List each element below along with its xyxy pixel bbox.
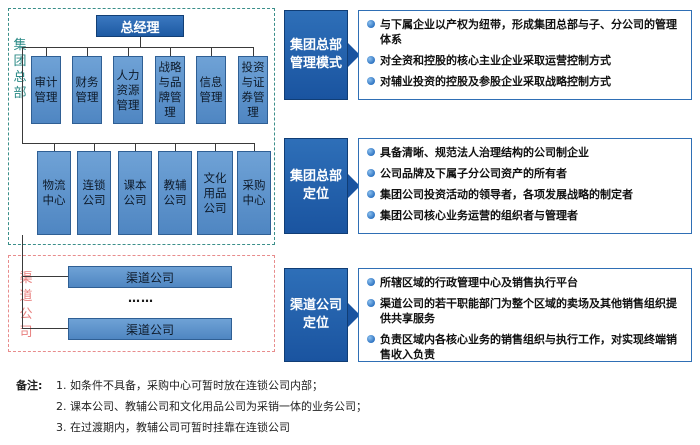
channel-company-box-2: 渠道公司 [68,318,232,340]
dept-connector [46,47,47,56]
group-headquarters-label: 集团总部 [13,38,27,101]
channel-company-box-1: 渠道公司 [68,266,232,288]
bullet-icon [367,169,375,177]
list-item: 所辖区域的行政管理中心及销售执行平台 [367,275,683,290]
channel-companies-label: 渠道公司 [19,271,33,340]
trunk-join [22,47,46,48]
notes-label: 备注: [16,379,43,392]
center-connector [175,143,176,151]
center-connector [215,143,216,151]
department-bus [46,47,253,48]
bullet-icon [367,335,375,343]
list-item: 具备清晰、规范法人治理结构的公司制企业 [367,145,683,160]
center-tutoring-materials: 教辅公司 [158,151,192,235]
panel-arrow-icon [348,303,360,327]
list-item: 负责区域内各核心业务的销售组织与执行工作，对实现终端销售收入负责 [367,332,683,362]
center-connector [254,143,255,151]
list-item: 集团公司核心业务运营的组织者与管理者 [367,208,683,223]
center-stationery-company: 文化用品公司 [197,151,233,235]
center-logistics: 物流中心 [37,151,71,235]
department-audit: 审计管理 [31,56,61,124]
list-item: 对辅业投资的控股及参股企业采取战略控制方式 [367,74,683,89]
bullet-icon [367,299,375,307]
center-trunk [22,47,23,143]
bullet-icon [367,20,375,28]
channel-connector-1 [22,276,68,277]
note-item: 1. 如条件不具备，采购中心可暂时放在连锁公司内部； [56,379,323,392]
list-item: 对全资和控股的核心主业企业采取运营控制方式 [367,53,683,68]
dept-connector [211,47,212,56]
center-connector [54,143,55,151]
panel-hq-positioning: 具备清晰、规范法人治理结构的公司制企业 公司品牌及下属子分公司资产的所有者 集团… [358,138,692,234]
channel-companies-frame [8,255,275,352]
list-item: 公司品牌及下属子分公司资产的所有者 [367,166,683,181]
panel-heading-hq-positioning: 集团总部定位 [284,138,348,234]
panel-arrow-icon [348,43,360,67]
department-strategy-brand: 战略与品牌管理 [155,56,185,124]
panel-heading-management-mode: 集团总部管理模式 [284,10,348,100]
dept-connector [253,47,254,56]
center-bus [22,143,254,144]
panel-channel-positioning: 所辖区域的行政管理中心及销售执行平台 渠道公司的若干职能部门为整个区域的卖场及其… [358,268,692,362]
center-connector [94,143,95,151]
note-item: 3. 在过渡期内，教辅公司可暂时挂靠在连锁公司 [56,421,290,434]
ceo-stem [140,37,141,47]
bullet-icon [367,211,375,219]
bullet-icon [367,190,375,198]
channel-trunk [22,235,23,328]
center-textbook-company: 课本公司 [118,151,152,235]
panel-arrow-icon [348,174,360,198]
dept-connector [128,47,129,56]
center-connector [135,143,136,151]
note-item: 2. 课本公司、教辅公司和文化用品公司为采销一体的业务公司； [56,400,367,413]
channel-connector-2 [22,328,68,329]
center-procurement: 采购中心 [237,151,271,235]
list-item: 渠道公司的若干职能部门为整个区域的卖场及其他销售组织提供共享服务 [367,296,683,326]
department-investment-securities: 投资与证券管理 [238,56,268,124]
notes: 备注: 1. 如条件不具备，采购中心可暂时放在连锁公司内部； 2. 课本公司、教… [16,378,676,435]
panel-heading-channel-positioning: 渠道公司定位 [284,268,348,362]
bullet-icon [367,148,375,156]
bullet-icon [367,56,375,64]
list-item: 与下属企业以产权为纽带，形成集团总部与子、分公司的管理体系 [367,17,683,47]
dept-connector [87,47,88,56]
department-hr: 人力资源管理 [113,56,143,124]
department-information: 信息管理 [196,56,226,124]
dept-connector [170,47,171,56]
group-headquarters-frame [8,8,275,245]
list-item: 集团公司投资活动的领导者，各项发展战略的制定者 [367,187,683,202]
center-chain-company: 连锁公司 [77,151,111,235]
bullet-icon [367,77,375,85]
ceo-box: 总经理 [96,15,184,37]
panel-management-mode: 与下属企业以产权为纽带，形成集团总部与子、分公司的管理体系 对全资和控股的核心主… [358,10,692,100]
department-finance: 财务管理 [72,56,102,124]
bullet-icon [367,278,375,286]
channel-ellipsis: …… [128,291,154,305]
